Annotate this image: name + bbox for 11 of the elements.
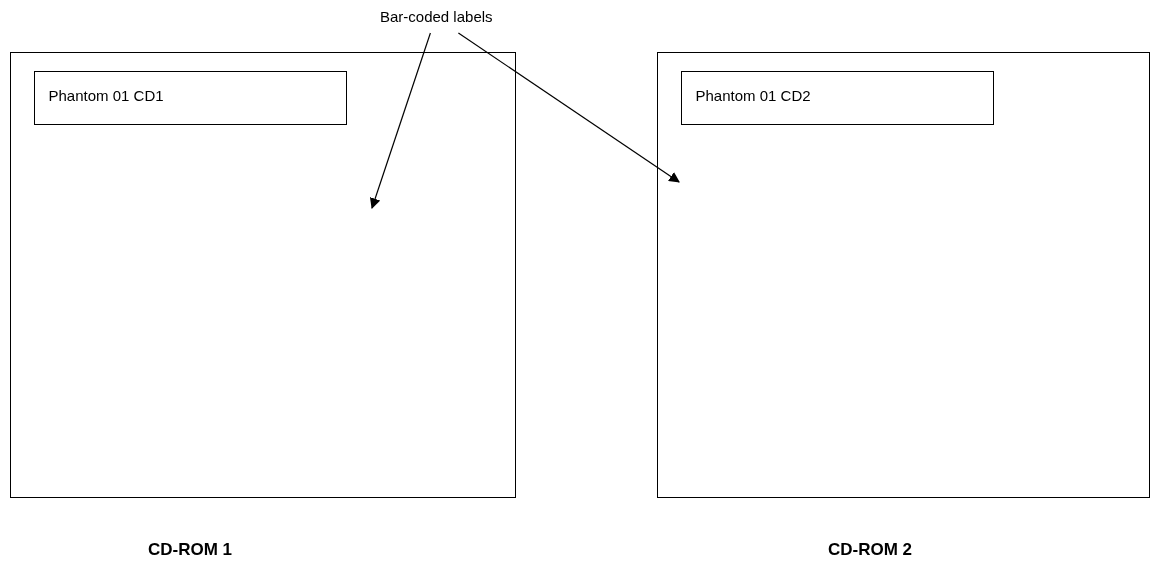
leader-line bbox=[457, 32, 680, 183]
label-box bbox=[680, 70, 994, 125]
cd-rom-outline bbox=[657, 52, 1150, 498]
caption: CD-ROM 1 bbox=[148, 540, 233, 560]
callout-text: Bar-coded labels bbox=[380, 8, 493, 25]
leader-line bbox=[369, 32, 431, 209]
label-text: Phantom 01 CD1 bbox=[48, 86, 164, 104]
label-text: Phantom 01 CD2 bbox=[695, 86, 811, 104]
caption: CD-ROM 2 bbox=[828, 540, 913, 560]
cd-rom-outline bbox=[10, 52, 516, 498]
label-box bbox=[33, 70, 347, 125]
